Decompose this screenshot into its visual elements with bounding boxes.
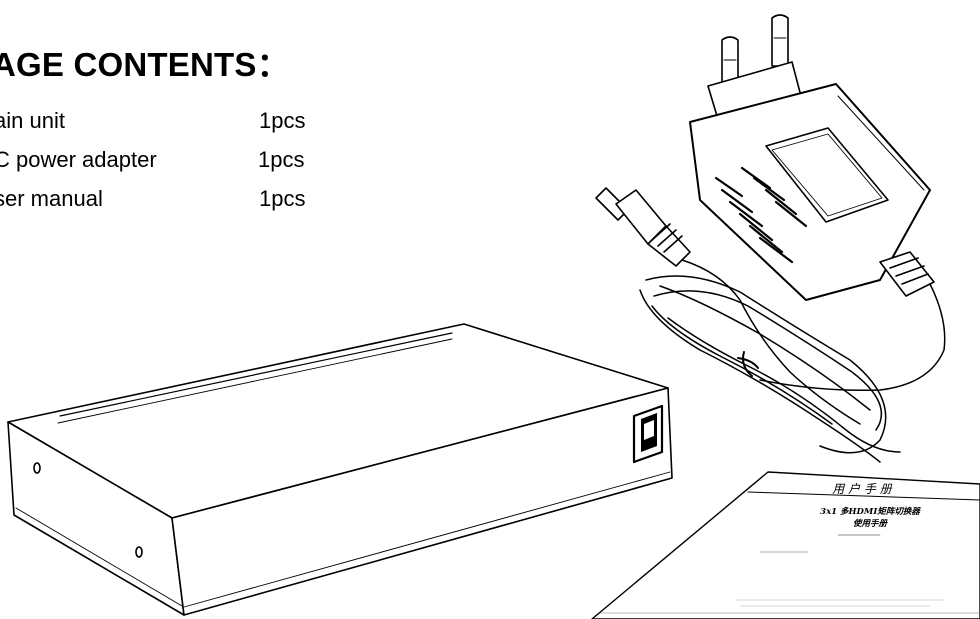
- item-quantity: 1pcs: [258, 147, 305, 172]
- screw-hole: [33, 462, 41, 474]
- item-name: C power adapter: [0, 147, 157, 172]
- item-name: ain unit: [0, 108, 65, 133]
- page-title: AGE CONTENTS：: [0, 46, 290, 83]
- power-adapter-illustration: [595, 14, 946, 463]
- vent-slots: [714, 166, 808, 264]
- dc-barrel-plug: [595, 187, 691, 267]
- main-unit-illustration: [7, 323, 673, 616]
- item-name: ser manual: [0, 186, 103, 211]
- coiled-cable: [639, 259, 946, 463]
- manual-cover-title: 用 户 手 册: [832, 482, 892, 496]
- item-quantity: 1pcs: [259, 108, 306, 133]
- item-quantity: 1pcs: [259, 186, 306, 211]
- manual-subtitle: 使用手册: [853, 518, 889, 529]
- power-switch: [632, 404, 664, 464]
- manual-product-name: 3x1 多HDMI矩阵切换器: [820, 506, 921, 517]
- screw-hole: [135, 546, 143, 558]
- user-manual-illustration: 用 户 手 册 3x1 多HDMI矩阵切换器 使用手册: [591, 471, 980, 619]
